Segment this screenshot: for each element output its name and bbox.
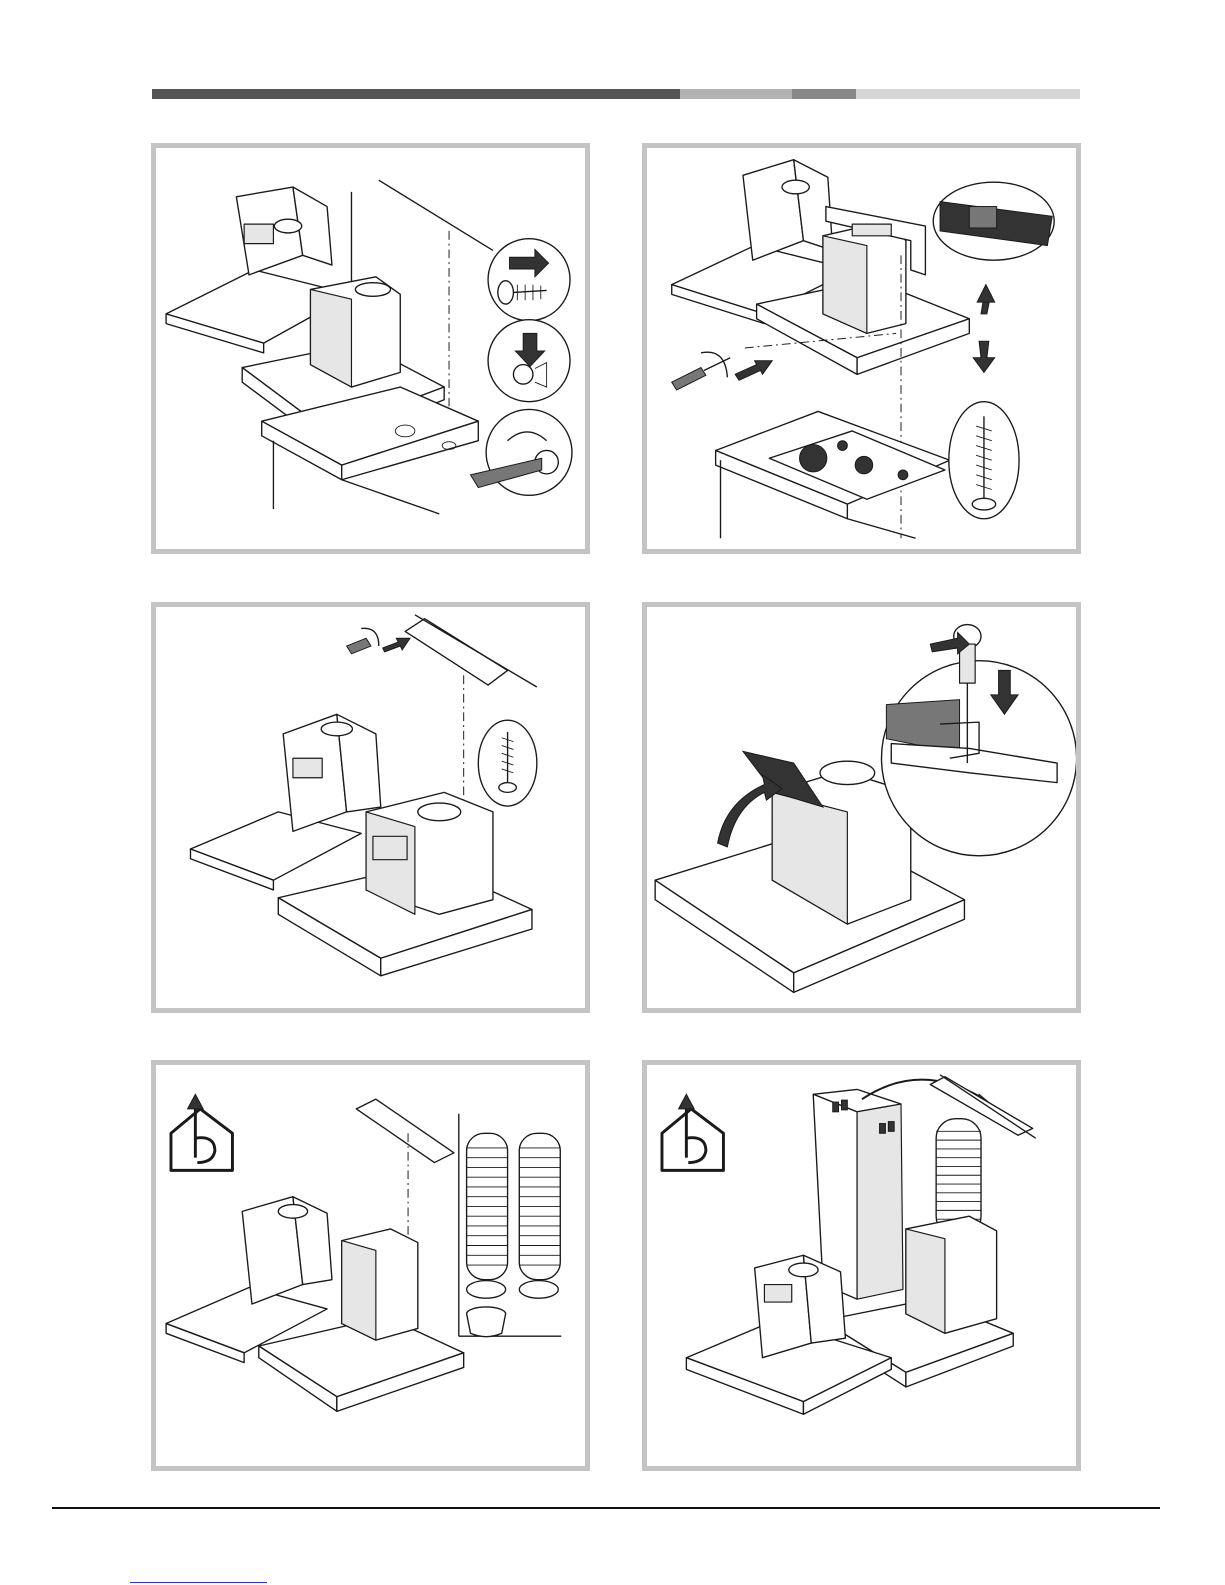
panel-step-5 — [151, 1060, 590, 1471]
ducting-house-icon — [171, 1094, 232, 1170]
illustration-level-adjustment — [647, 148, 1076, 549]
illustration-chimney-ducting — [647, 1065, 1076, 1466]
header-color-bar — [152, 89, 1080, 99]
up-down-arrows-icon — [973, 285, 994, 373]
flexible-duct-icon — [467, 1133, 561, 1279]
spirit-level-callout-icon — [933, 182, 1054, 260]
illustration-motor-block — [647, 607, 1076, 1008]
screw-callout-icon — [949, 402, 1019, 519]
header-bar-segment-3 — [792, 89, 856, 99]
header-bar-segment-4 — [856, 89, 1080, 99]
duct-adapter-icon — [467, 1307, 506, 1337]
hose-clamp-icon — [467, 1281, 559, 1299]
illustration-wall-fixing — [156, 148, 585, 549]
screwdriver-icon — [347, 628, 410, 654]
screwdriver-icon — [672, 352, 772, 390]
panel-step-2 — [642, 143, 1081, 554]
header-bar-segment-2 — [680, 89, 792, 99]
screw-callout-icon — [488, 239, 570, 321]
panel-step-6 — [642, 1060, 1081, 1471]
detail-callout-icon — [882, 661, 1076, 856]
panel-step-3 — [151, 602, 590, 1013]
illustration-ducting-parts — [156, 1065, 585, 1466]
illustration-ceiling-bracket — [156, 607, 585, 1008]
footer-link-underline[interactable] — [130, 1582, 267, 1583]
screw-callout-icon — [478, 720, 537, 806]
drill-callout-icon — [471, 409, 572, 495]
header-bar-segment-1 — [152, 89, 680, 99]
panel-step-4 — [642, 602, 1081, 1013]
ducting-house-icon — [662, 1094, 723, 1170]
footer-rule — [52, 1507, 1160, 1509]
wall-plug-callout-icon — [488, 320, 570, 402]
panel-step-1 — [151, 143, 590, 554]
